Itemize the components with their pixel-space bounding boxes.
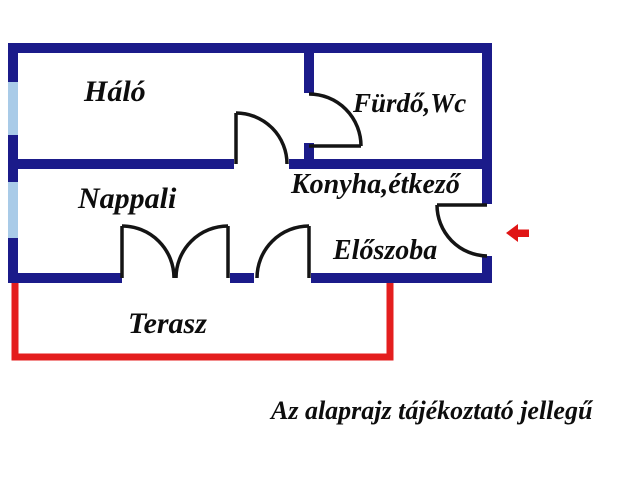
room-label-bedroom: Háló [84, 75, 146, 108]
door-terrace-double-left [120, 224, 176, 279]
disclaimer-note: Az alaprajz tájékoztató jellegű [271, 396, 593, 425]
door-terrace-single [255, 224, 311, 279]
terrace-outline [11, 279, 394, 361]
doors [120, 92, 488, 279]
room-label-hallway: Előszoba [333, 235, 438, 266]
room-label-kitchen-dining: Konyha,étkező [291, 169, 460, 200]
entrance-arrow-icon [506, 224, 529, 242]
room-label-bathroom-wc: Fürdő,Wc [353, 88, 467, 118]
door-entrance [435, 203, 488, 258]
door-terrace-double-right [174, 224, 230, 279]
door-bedroom [234, 111, 289, 165]
door-bathroom [308, 92, 363, 148]
room-label-livingroom: Nappali [78, 182, 177, 215]
room-label-terrace: Terasz [128, 307, 207, 340]
